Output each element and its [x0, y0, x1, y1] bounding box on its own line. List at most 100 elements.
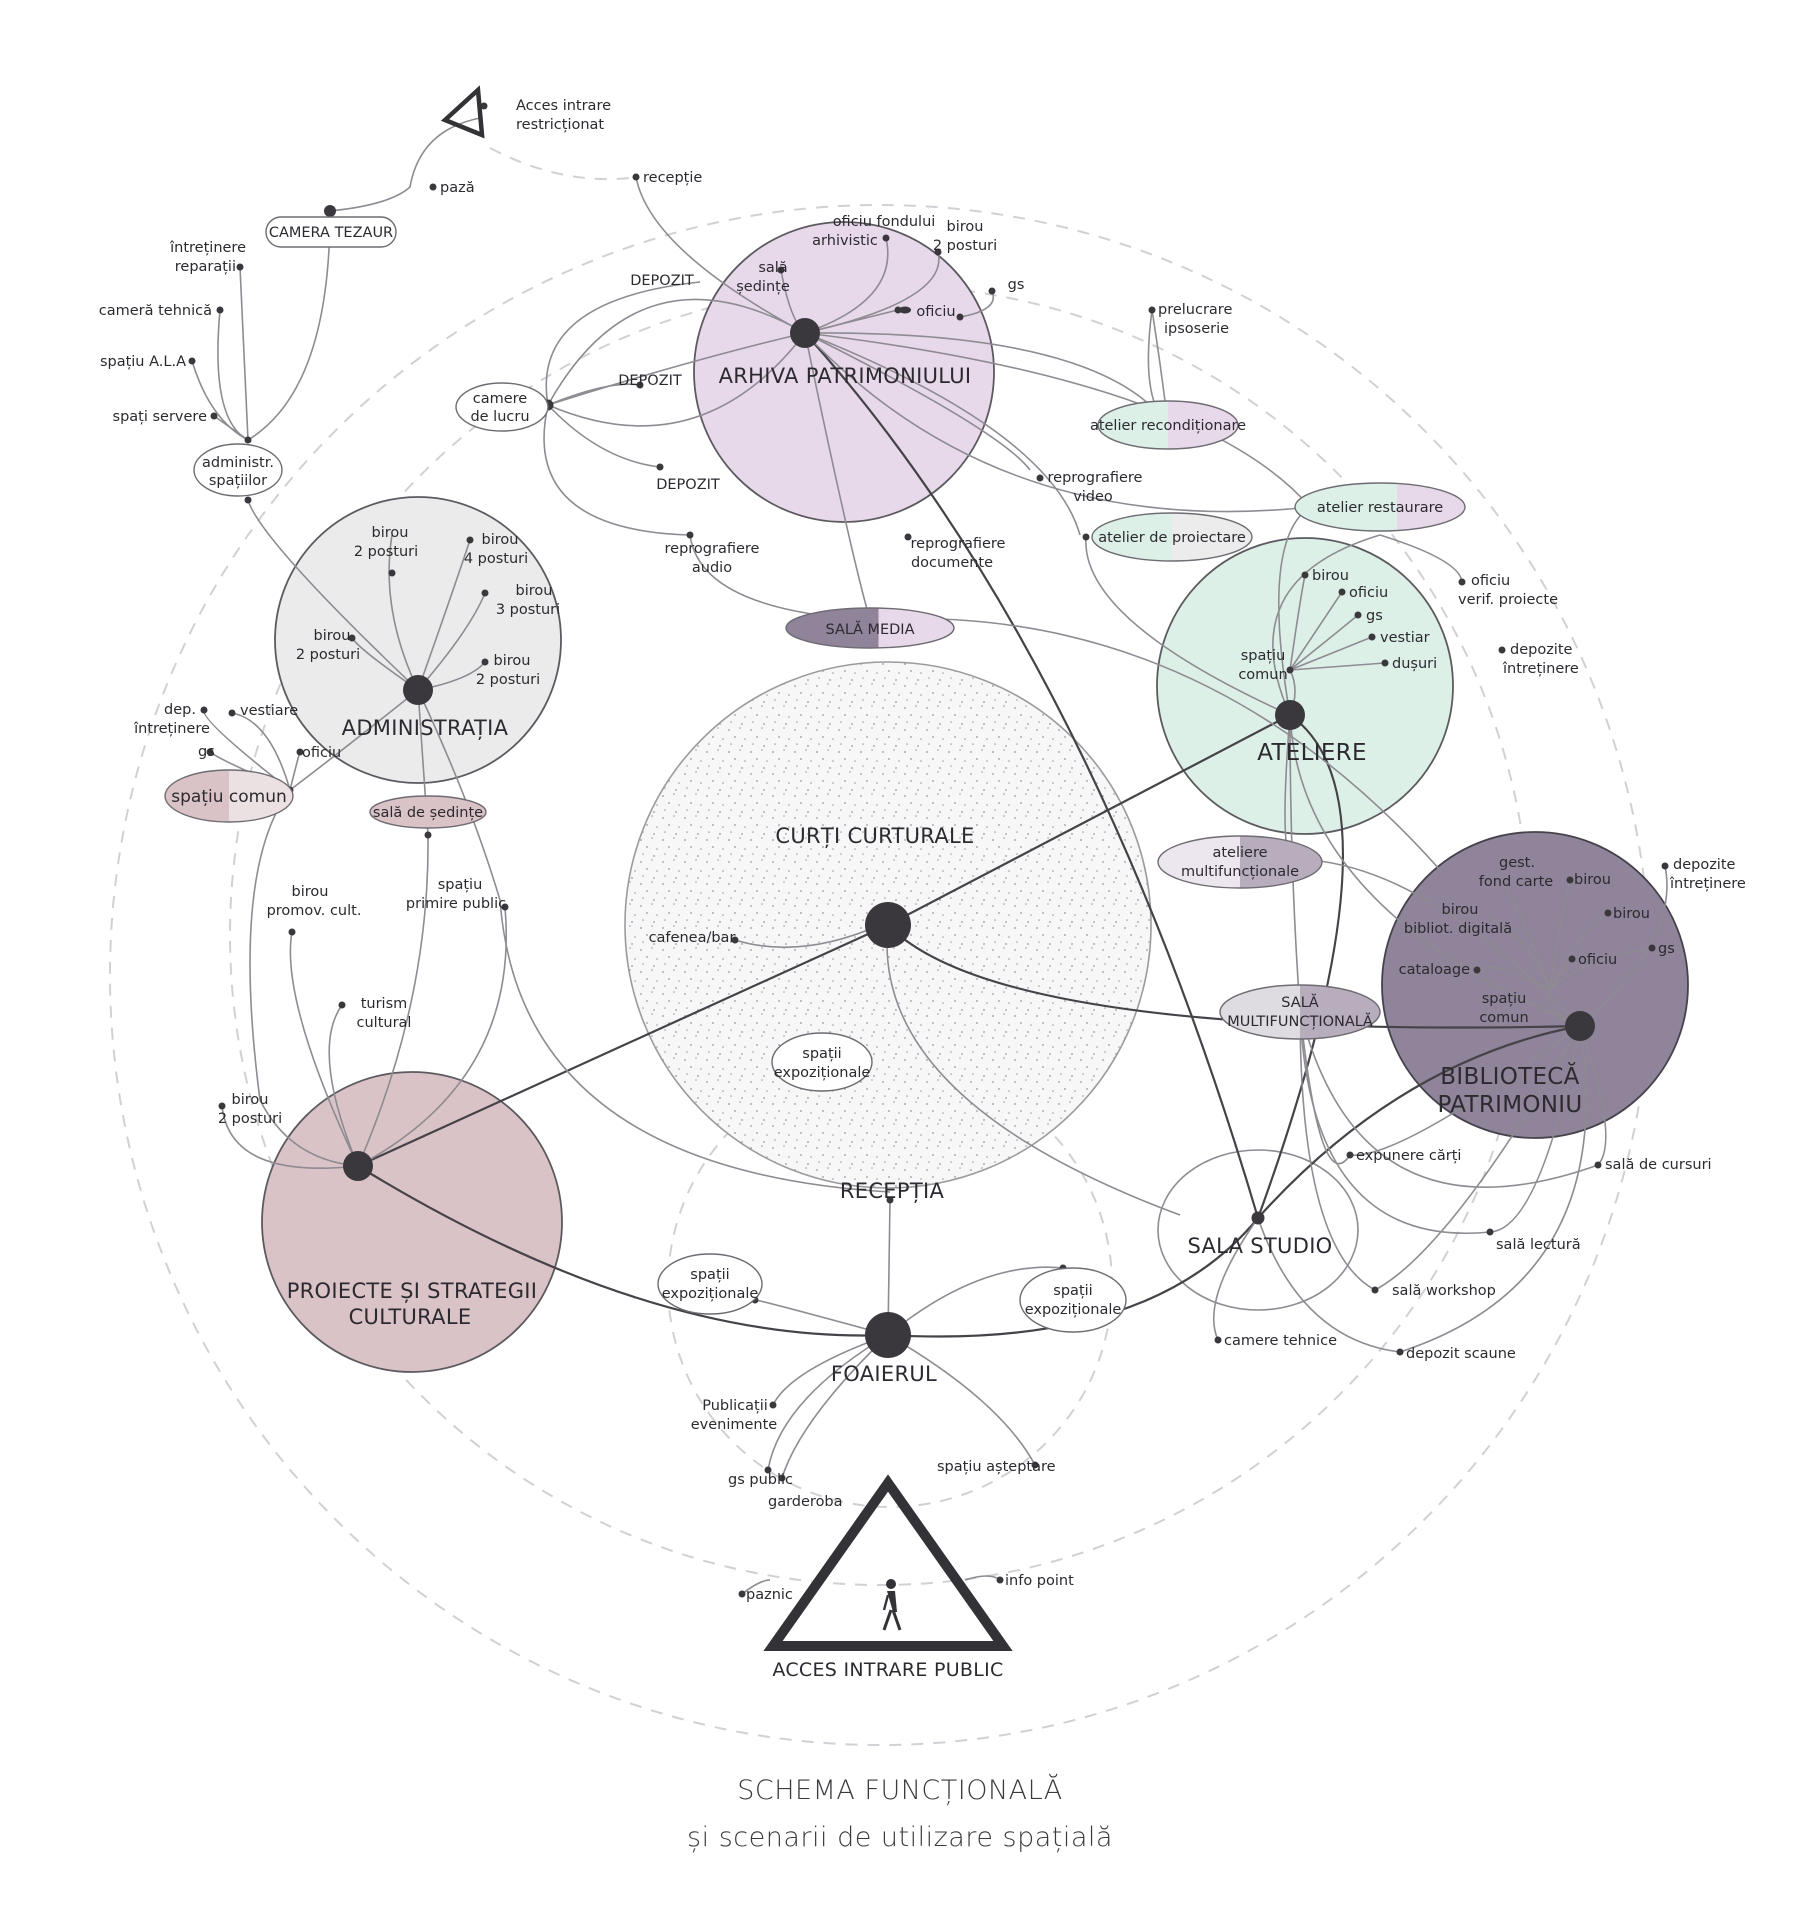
label-bib-oficiu: oficiu [1578, 952, 1617, 968]
proiecte-circle [261, 1071, 563, 1373]
label-at-spatiu-2: comun [1238, 667, 1287, 683]
label-gs-adm: gs [198, 744, 215, 760]
proiecte-hub-dot [343, 1151, 373, 1181]
hub-sala-studio-label: SALA STUDIO [1187, 1234, 1332, 1258]
label-depozite-intr-2b: întreținere [1669, 876, 1746, 892]
hub-proiecte-label-2: CULTURALE [349, 1305, 472, 1329]
pill-spatii-expo-l-1: spații [690, 1267, 729, 1283]
arhiva-hub-dot [790, 318, 820, 348]
label-intretinere-1: întreținere [169, 240, 246, 256]
label-at-oficiu: oficiu [1349, 585, 1388, 601]
administratia-circle [274, 496, 562, 784]
pill-spatii-expo-r-1: spații [1053, 1283, 1092, 1299]
label-dep-intr-1: dep. [164, 702, 196, 718]
label-oficiu-verif-1: oficiu [1471, 573, 1510, 589]
caption-title: SCHEMA FUNCȚIONALĂ [737, 1775, 1063, 1806]
label-cafenea: cafenea/bar [649, 930, 736, 946]
pill-camere-lucru-1: camere [473, 391, 528, 407]
label-vestiare: vestiare [240, 703, 298, 719]
label-at-spatiu-1: spațiu [1241, 648, 1286, 664]
label-paznic: paznic [746, 1587, 793, 1603]
public-entrance-label: ACCES INTRARE PUBLIC [772, 1659, 1003, 1681]
pills [164, 216, 1466, 1333]
label-adm-b1-1: birou [372, 525, 409, 541]
ateliere-circle [1156, 537, 1454, 835]
label-at-vestiar: vestiar [1380, 630, 1430, 646]
hub-proiecte-label-1: PROIECTE ȘI STRATEGII [287, 1279, 538, 1303]
label-oficiu-arh: oficiu [916, 304, 955, 320]
label-sala-lectura: sală lectură [1496, 1237, 1581, 1253]
hub-biblioteca-label-1: BIBLIOTECĂ [1440, 1062, 1579, 1090]
label-bib-birou-1: birou [1574, 872, 1611, 888]
space-labels: pază recepție întreținere reparații came… [99, 170, 1746, 1603]
pill-administr-2: spațiilor [209, 473, 267, 489]
hub-administratia-label: ADMINISTRAȚIA [342, 716, 509, 740]
pill-sala-sedinte: sală de ședințe [373, 805, 483, 821]
label-spatiu-primire-1: spațiu [438, 877, 483, 893]
label-depozite-intr-1b: întreținere [1502, 661, 1579, 677]
label-bib-gest-2: fond carte [1479, 874, 1553, 890]
label-bib-cataloage: cataloage [1399, 962, 1470, 978]
label-oficiu-fond-2: arhivistic [812, 233, 878, 249]
label-reprografiere-doc-1: reprografiere [911, 536, 1006, 552]
label-oficiu-adm: oficiu [302, 745, 341, 761]
pill-spatii-expo-curti-2: expoziționale [774, 1065, 871, 1081]
label-birou-promov-1: birou [292, 884, 329, 900]
label-adm-b4-2: 2 posturi [296, 647, 360, 663]
biblioteca-circle [1381, 831, 1689, 1139]
label-birou-proiecte-2: 2 posturi [218, 1111, 282, 1127]
label-adm-b2-1: birou [482, 532, 519, 548]
pill-spatii-expo-curti-1: spații [802, 1046, 841, 1062]
hub-ateliere-label: ATELIERE [1257, 740, 1367, 766]
pill-atelier-proiectare: atelier de proiectare [1098, 530, 1246, 546]
label-gs-public: gs public [728, 1472, 793, 1488]
restricted-entrance-triangle [440, 85, 485, 139]
pill-camera-tezaur: CAMERA TEZAUR [269, 225, 393, 241]
label-publicatii-1: Publicații [702, 1398, 768, 1414]
label-sala-sedinte-arh-1: sală [758, 260, 787, 276]
label-sala-cursuri: sală de cursuri [1605, 1157, 1712, 1173]
label-adm-b3-1: birou [516, 583, 553, 599]
label-reprografiere-video-1: reprografiere [1048, 470, 1143, 486]
pill-sala-multi-1: SALĂ [1281, 993, 1318, 1011]
pill-atelier-restaurare: atelier restaurare [1317, 500, 1443, 516]
label-camere-tehnice: camere tehnice [1224, 1333, 1337, 1349]
pill-labels: CAMERA TEZAUR administr. spațiilor camer… [171, 225, 1443, 1318]
label-prelucrare-1: prelucrare [1158, 302, 1232, 318]
label-at-birou: birou [1312, 568, 1349, 584]
ateliere-hub-dot [1275, 700, 1305, 730]
hub-arhiva-label: ARHIVA PATRIMONIULUI [719, 364, 972, 388]
public-entrance-triangle [763, 1474, 1013, 1651]
hub-curti-label: CURȚI CURTURALE [775, 824, 974, 848]
pill-atelier-recond: atelier recondiționare [1090, 418, 1246, 434]
label-depozit-1: DEPOZIT [630, 273, 694, 289]
label-intretinere-2: reparații [175, 259, 236, 275]
label-birou-arh-1: birou [947, 219, 984, 235]
label-reprografiere-audio-2: audio [692, 560, 732, 576]
label-depozit-3: DEPOZIT [656, 477, 720, 493]
label-expunere-carti: expunere cărți [1356, 1148, 1461, 1164]
pill-administr-1: administr. [202, 455, 274, 471]
label-spatiu-ala: spațiu A.L.A [100, 354, 186, 370]
label-camera-tehnica: cameră tehnică [99, 303, 212, 319]
label-depozit-scaune: depozit scaune [1406, 1346, 1516, 1362]
label-prelucrare-2: ipsoserie [1164, 321, 1229, 337]
hub-receptia-label: RECEPȚIA [840, 1179, 945, 1203]
label-depozite-intr-1a: depozite [1510, 642, 1573, 658]
label-oficiu-verif-2: verif. proiecte [1458, 592, 1558, 608]
label-reprografiere-doc-2: documente [911, 555, 993, 571]
label-depozit-2: DEPOZIT [618, 373, 682, 389]
label-bib-gest-1: gest. [1499, 855, 1535, 871]
label-receptie-top: recepție [643, 170, 702, 186]
label-birou-arh-2: 2 posturi [933, 238, 997, 254]
label-turism-2: cultural [357, 1015, 412, 1031]
label-depozite-intr-2a: depozite [1673, 857, 1736, 873]
label-birou-proiecte-1: birou [232, 1092, 269, 1108]
label-at-dusuri: dușuri [1392, 656, 1437, 672]
pill-ateliere-multi-2: multifuncționale [1181, 864, 1299, 880]
entrance-triangles [440, 85, 1013, 1651]
foaierul-hub-dot [865, 1312, 911, 1358]
restricted-entrance-label-1: Acces intrare [516, 98, 611, 114]
label-bib-birou-2: birou [1613, 906, 1650, 922]
